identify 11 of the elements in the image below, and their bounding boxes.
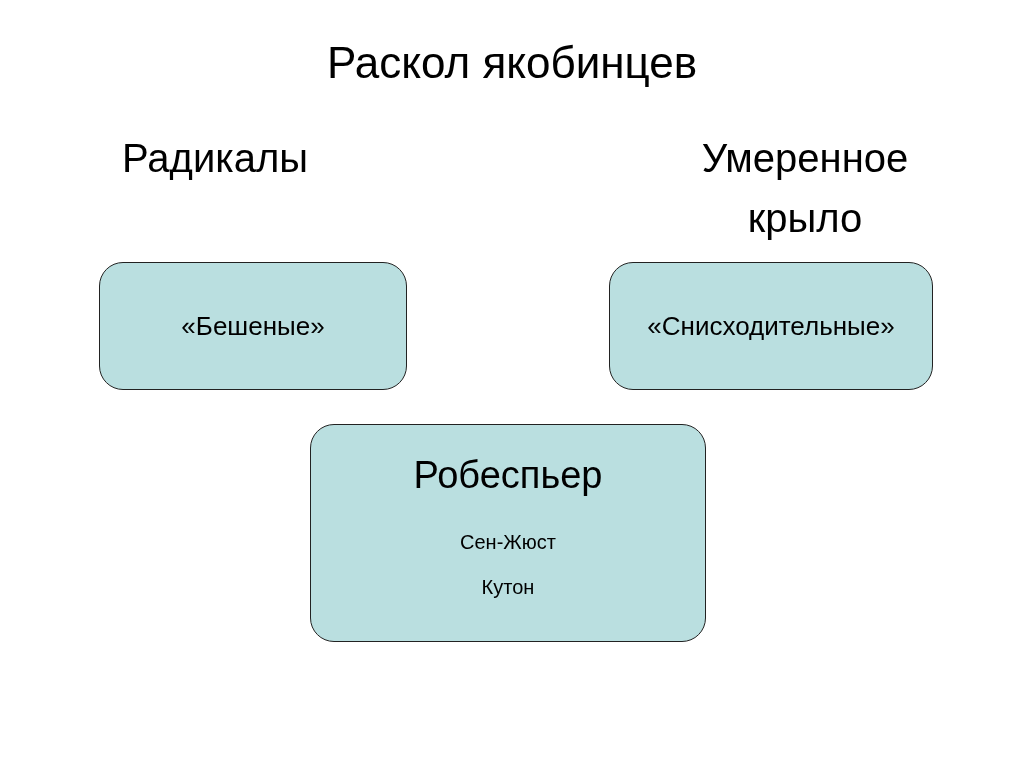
rounded-box [310, 424, 706, 642]
title: Раскол якобинцев [325, 38, 699, 88]
node-text: Сен-Жюст [460, 530, 556, 554]
heading-label: Радикалы [121, 135, 309, 182]
heading-label: Умеренное крыло [700, 135, 910, 242]
node-heading: Робеспьер [413, 453, 603, 497]
node-text: «Бешеные» [181, 310, 325, 342]
node-text: «Снисходительные» [647, 310, 895, 342]
rounded-box [99, 262, 407, 390]
node-text: Кутон [481, 575, 535, 599]
rounded-box [609, 262, 933, 390]
